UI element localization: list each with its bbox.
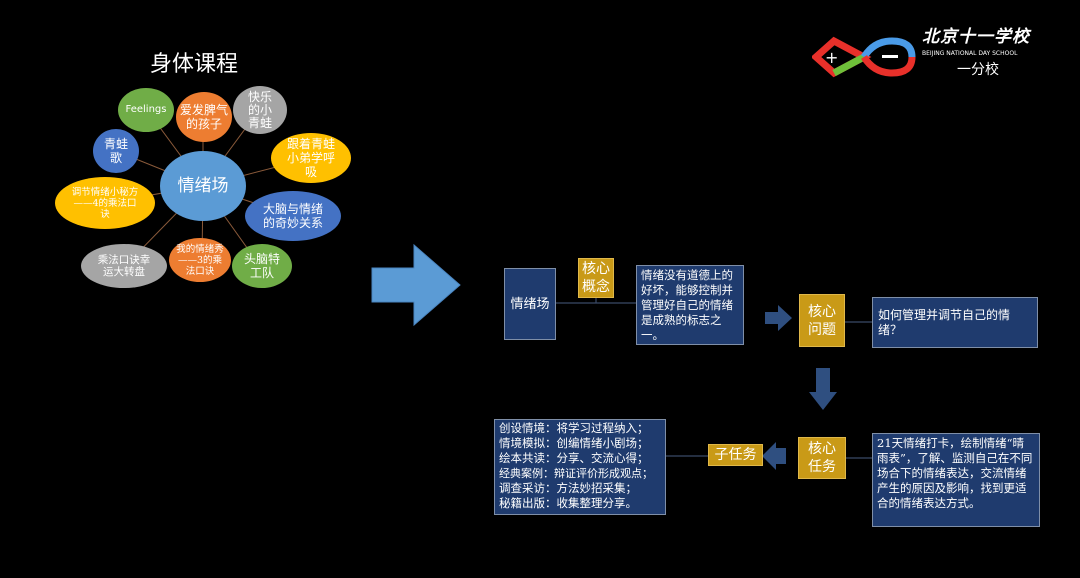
subtask-item: 情境模拟：创编情绪小剧场；: [499, 436, 649, 450]
school-branch: 一分校: [957, 62, 999, 78]
mindmap-center: 情绪场: [160, 151, 246, 221]
subtask-box: 创设情境：将学习过程纳入； 情境模拟：创编情绪小剧场； 绘本共读：分享、交流心得…: [494, 419, 666, 515]
mindmap-node: 青蛙歌: [93, 129, 139, 173]
concept-label: 核心概念: [578, 258, 614, 298]
svg-text:+: +: [825, 48, 838, 67]
arrow-down-icon: [809, 368, 837, 410]
infinity-logo-icon: +: [810, 36, 916, 78]
school-name-en: BEIJING NATIONAL DAY SCHOOL: [922, 50, 1018, 57]
subtask-item: 经典案例：辩证评价形成观点；: [499, 467, 653, 480]
mindmap-node: 快乐的小青蛙: [233, 86, 287, 134]
page-title: 身体课程: [150, 52, 239, 77]
subtask-label: 子任务: [708, 444, 763, 466]
subtask-item: 调查采访：方法妙招采集；: [499, 481, 637, 495]
topic-text: 情绪场: [510, 296, 550, 312]
mindmap-node: 乘法口诀幸运大转盘: [81, 244, 167, 288]
arrow-left-icon: [762, 442, 786, 470]
mindmap-node: 大脑与情绪的奇妙关系: [245, 191, 341, 241]
arrow-right-icon: [765, 305, 792, 331]
question-label: 核心问题: [799, 294, 845, 347]
task-label: 核心任务: [798, 437, 846, 479]
mindmap-node: 调节情绪小秘方——4的乘法口诀: [55, 177, 155, 229]
topic-box: 情绪场: [504, 268, 556, 340]
school-name-cn: 北京十一学校: [922, 27, 1030, 47]
mindmap-node: 头脑特工队: [232, 244, 292, 288]
subtask-item: 创设情境：将学习过程纳入；: [499, 421, 649, 435]
mindmap-node: 爱发脾气的孩子: [176, 92, 232, 142]
question-text: 如何管理并调节自己的情绪？: [878, 307, 1011, 337]
question-box: 如何管理并调节自己的情绪？: [872, 297, 1038, 348]
concept-box: 情绪没有道德上的好坏，能够控制并管理好自己的情绪是成熟的标志之一。: [636, 265, 744, 345]
big-arrow-right-icon: [371, 243, 461, 327]
mindmap-node: Feelings: [118, 88, 174, 132]
subtask-item: 绘本共读：分享、交流心得；: [499, 451, 649, 465]
task-box: 21天情绪打卡，绘制情绪“晴雨表”，了解、监测自己在不同场合下的情绪表达，交流情…: [872, 433, 1040, 527]
school-logo: +: [810, 35, 916, 79]
mindmap-node: 跟着青蛙小弟学呼吸: [271, 133, 351, 183]
subtask-item: 秘籍出版：收集整理分享。: [499, 496, 637, 510]
mindmap-node: 我的情绪秀——3的乘法口诀: [169, 238, 231, 282]
